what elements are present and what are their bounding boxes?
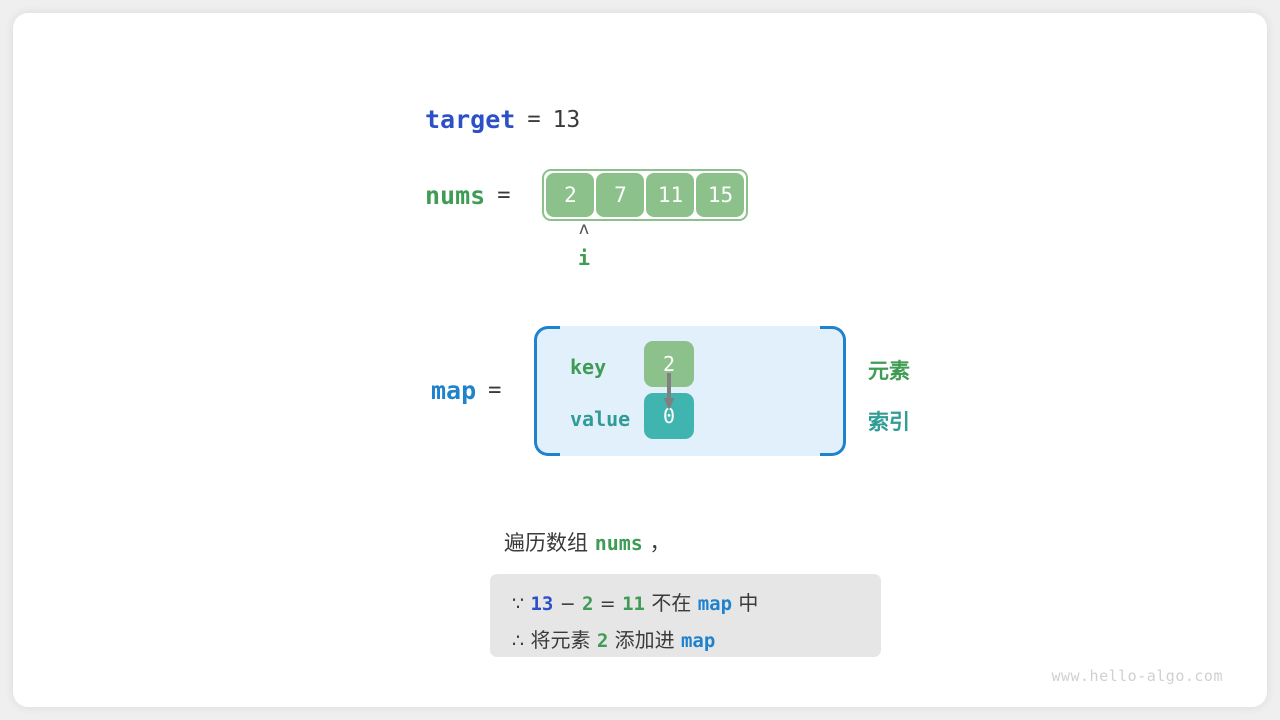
index-pointer: ʌ i xyxy=(559,219,609,271)
therefore-symbol: ∴ xyxy=(512,630,525,652)
map-container: key value 2 0 xyxy=(534,326,846,456)
caption-box: ∵ 13 − 2 = 11 不在 map 中 ∴ 将元素 2 添加进 map xyxy=(490,574,881,657)
array-cell-3: 15 xyxy=(696,173,745,217)
map-label: map xyxy=(431,376,477,405)
annotation-element: 元素 xyxy=(868,359,910,383)
white-card: target = 13 nums = 2 7 11 15 ʌ i map = xyxy=(13,13,1267,707)
key-label: key xyxy=(570,355,607,379)
caret-up-icon: ʌ xyxy=(578,219,590,239)
nums-array: 2 7 11 15 xyxy=(542,169,749,221)
caption-row1-equals: = xyxy=(599,593,616,615)
caption-row1-b: 2 xyxy=(581,593,594,615)
caption-row2-text1: 将元素 xyxy=(530,628,591,652)
array-cell-0: 2 xyxy=(546,173,595,217)
nums-row: nums = 2 7 11 15 xyxy=(425,169,749,221)
caption-row2-n: 2 xyxy=(596,630,609,652)
pointer-label: i xyxy=(577,246,591,270)
caption-row1-minus: − xyxy=(559,593,576,615)
target-label: target xyxy=(425,105,516,134)
caption-row2-text2: 添加进 xyxy=(614,628,675,652)
array-cell-2: 11 xyxy=(646,173,695,217)
target-value: 13 xyxy=(552,106,581,133)
caption-row-2: ∴ 将元素 2 添加进 map xyxy=(512,624,715,653)
map-row-label: map = xyxy=(431,376,501,405)
nums-label: nums xyxy=(425,180,486,210)
caption-line-prefix: 遍历数组 xyxy=(504,531,588,555)
nums-equals-sign: = xyxy=(497,182,511,208)
caption-line-mono: nums xyxy=(594,531,643,555)
caption-row1-c: 11 xyxy=(622,593,645,615)
map-left-bracket xyxy=(534,326,560,456)
target-equals-sign: = xyxy=(527,107,541,132)
annotation-index: 索引 xyxy=(868,410,910,434)
map-equals-sign: = xyxy=(488,378,502,403)
caption-row1-a: 13 xyxy=(530,593,554,615)
caption-line: 遍历数组 nums ， xyxy=(504,527,671,557)
map-right-bracket xyxy=(820,326,846,456)
watermark: www.hello-algo.com xyxy=(1051,667,1223,685)
because-symbol: ∵ xyxy=(512,593,525,615)
caption-row1-mono: map xyxy=(697,593,733,615)
caption-row1-text1: 不在 xyxy=(651,591,692,615)
target-row: target = 13 xyxy=(425,105,580,134)
array-cell-1: 7 xyxy=(596,173,645,217)
caption-row1-text2: 中 xyxy=(738,591,759,615)
caption-row2-mono: map xyxy=(680,630,716,652)
value-label: value xyxy=(570,407,631,431)
caption-row-1: ∵ 13 − 2 = 11 不在 map 中 xyxy=(512,587,758,616)
key-to-value-arrow-icon xyxy=(663,373,675,410)
caption-line-suffix: ， xyxy=(649,531,671,555)
